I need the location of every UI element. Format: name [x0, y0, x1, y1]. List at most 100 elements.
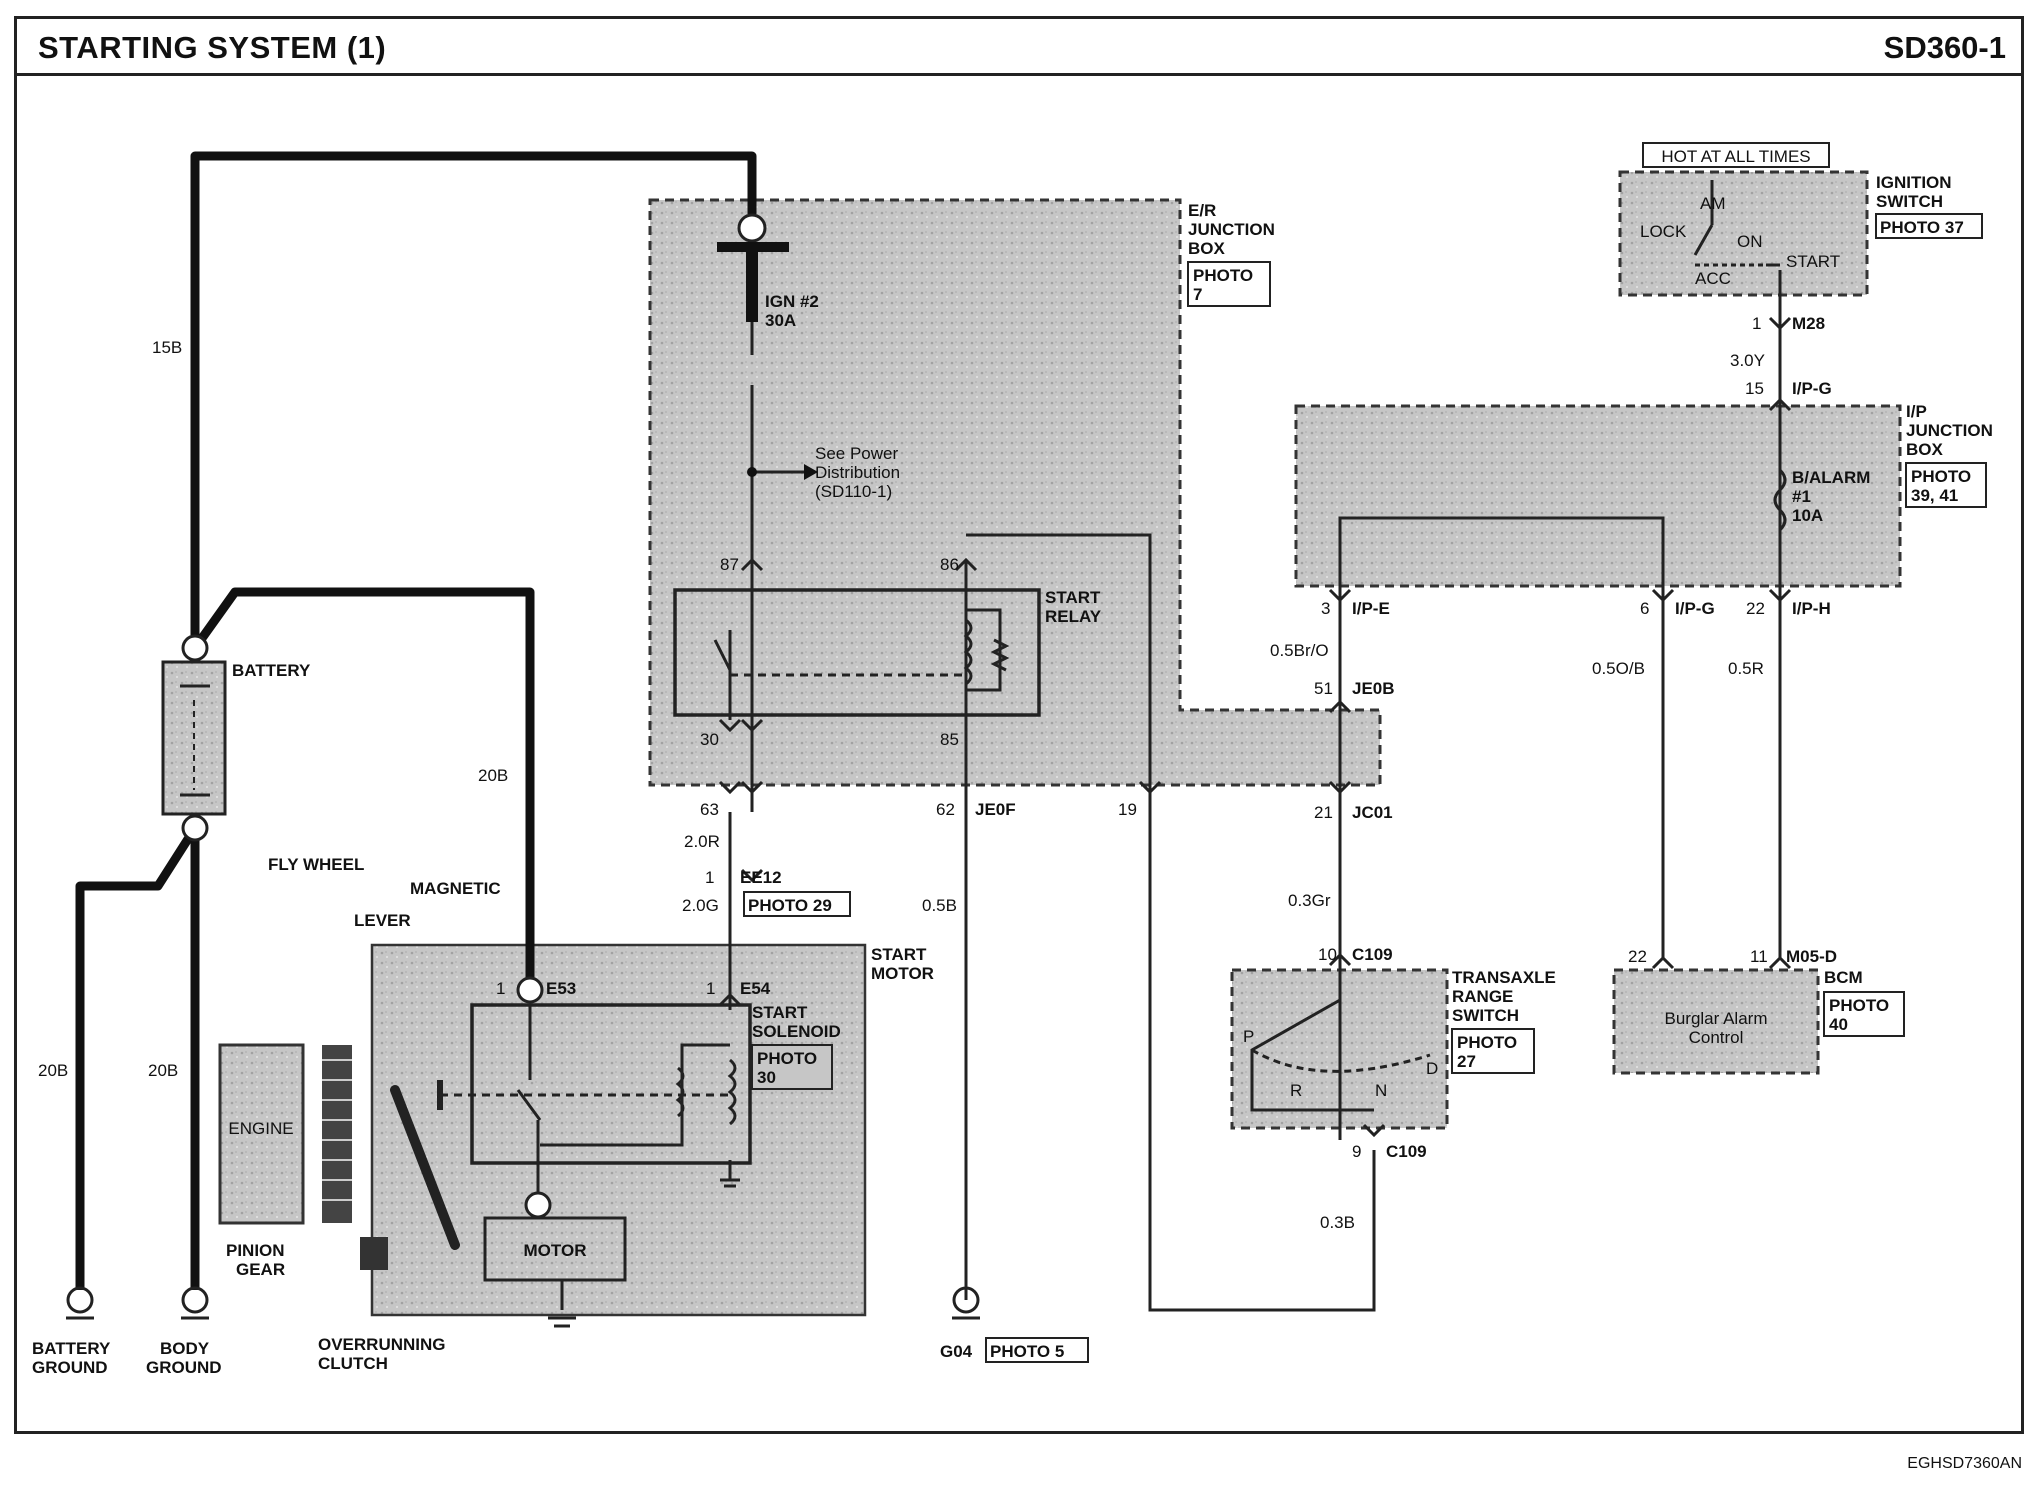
g04-photo: PHOTO 5: [990, 1342, 1064, 1361]
ipe3-name: I/P-E: [1352, 599, 1390, 618]
pinion-1: PINION: [226, 1241, 285, 1260]
er-box-label-2: JUNCTION: [1188, 220, 1275, 239]
bcm-photo-2: 40: [1829, 1015, 1848, 1034]
je0b-name: JE0B: [1352, 679, 1395, 698]
je0f-pin: 62: [936, 800, 955, 819]
lever-label: LEVER: [354, 911, 411, 930]
relay-label-2: RELAY: [1045, 607, 1102, 626]
ee12-photo: PHOTO 29: [748, 896, 832, 915]
ipg15-name: I/P-G: [1792, 379, 1832, 398]
wire-15b: 15B: [152, 338, 182, 357]
ip-box-label-2: JUNCTION: [1906, 421, 1993, 440]
wire-0-5b: 0.5B: [922, 896, 957, 915]
cable-15b: [190, 151, 757, 648]
ee12-pin: 1: [705, 868, 714, 887]
iph22-pin: 22: [1746, 599, 1765, 618]
solenoid-1: START: [752, 1003, 808, 1022]
bcm-inner-1: Burglar Alarm: [1665, 1009, 1768, 1028]
relay-pin-30: 30: [700, 730, 719, 749]
e54-name: E54: [740, 979, 771, 998]
ip-photo-2: 39, 41: [1911, 486, 1958, 505]
start-motor-2: MOTOR: [871, 964, 934, 983]
flywheel: [322, 1045, 352, 1223]
e53-terminal: [516, 976, 544, 1004]
er-box-label-3: BOX: [1188, 239, 1226, 258]
wire-20b-body: 20B: [148, 1061, 178, 1080]
fuse-ign-2: 30A: [765, 311, 796, 330]
ipe3-pin: 3: [1321, 599, 1330, 618]
c63-pin: 63: [700, 800, 719, 819]
solenoid-photo-1: PHOTO: [757, 1049, 817, 1068]
trans-d: D: [1426, 1059, 1438, 1078]
je0f-name: JE0F: [975, 800, 1016, 819]
trans-photo-2: 27: [1457, 1052, 1476, 1071]
trans-photo-1: PHOTO: [1457, 1033, 1517, 1052]
pos-am: AM: [1700, 194, 1726, 213]
jc01-name: JC01: [1352, 803, 1393, 822]
relay-label-1: START: [1045, 588, 1101, 607]
battery-ground-2: GROUND: [32, 1358, 108, 1377]
fuse-ign-1: IGN #2: [765, 292, 819, 311]
engine-label: ENGINE: [228, 1119, 293, 1138]
wire-3-0y: 3.0Y: [1730, 351, 1765, 370]
bcm-label: BCM: [1824, 968, 1863, 987]
er-box-label-1: E/R: [1188, 201, 1216, 220]
trans-label-3: SWITCH: [1452, 1006, 1519, 1025]
m05d-pin11: 11: [1750, 947, 1768, 966]
pos-on: ON: [1737, 232, 1763, 251]
ignition-switch-box: [1618, 170, 1869, 297]
relay-pin-85: 85: [940, 730, 959, 749]
body-ground-1: BODY: [160, 1339, 210, 1358]
wire-0-5bro: 0.5Br/O: [1270, 641, 1329, 660]
bcm-photo-1: PHOTO: [1829, 996, 1889, 1015]
solenoid-2: SOLENOID: [752, 1022, 841, 1041]
clutch-2: CLUTCH: [318, 1354, 388, 1373]
start-motor-box: [370, 943, 867, 1317]
engine-block: [218, 1043, 305, 1225]
see-power-3: (SD110-1): [815, 482, 892, 501]
fly-wheel-label: FLY WHEEL: [268, 855, 364, 874]
e54-pin: 1: [706, 979, 715, 998]
see-power-1: See Power: [815, 444, 898, 463]
pos-start: START: [1786, 252, 1840, 271]
clutch-1: OVERRUNNING: [318, 1335, 446, 1354]
page-title: STARTING SYSTEM (1): [38, 30, 387, 65]
ip-junction-box: [1294, 404, 1902, 588]
wire-20b-starter: 20B: [478, 766, 508, 785]
ignition-photo: PHOTO 37: [1880, 218, 1964, 237]
wire-2-0r: 2.0R: [684, 832, 720, 851]
diagram-frame: [14, 16, 2024, 1434]
iph22-name: I/P-H: [1792, 599, 1831, 618]
e53-name: E53: [546, 979, 576, 998]
pos-acc: ACC: [1695, 269, 1731, 288]
er-photo-1: PHOTO: [1193, 266, 1253, 285]
footer-id: EGHSD7360AN: [1907, 1455, 2022, 1472]
pos-lock: LOCK: [1640, 222, 1687, 241]
fuse-alarm-3: 10A: [1792, 506, 1823, 525]
header-bar: STARTING SYSTEM (1) SD360-1: [14, 16, 2024, 76]
bcm-box: [1612, 968, 1820, 1075]
fuse-alarm-2: #1: [1792, 487, 1811, 506]
ipg6-name: I/P-G: [1675, 599, 1715, 618]
battery-label: BATTERY: [232, 661, 311, 680]
cable-20b-starter: [191, 587, 535, 990]
trans-label-2: RANGE: [1452, 987, 1513, 1006]
hot-at-all-times: HOT AT ALL TIMES: [1661, 147, 1810, 166]
see-power-2: Distribution: [815, 463, 900, 482]
bcm-inner-2: Control: [1689, 1028, 1744, 1047]
m28-name: M28: [1792, 314, 1825, 333]
ignition-switch-label-1: IGNITION: [1876, 173, 1952, 192]
motor-terminal: [524, 1191, 552, 1219]
er-junction-box: [648, 198, 1382, 787]
ignition-switch-label-2: SWITCH: [1876, 192, 1943, 211]
ip-photo-1: PHOTO: [1911, 467, 1971, 486]
pinion-2: GEAR: [236, 1260, 285, 1279]
je0b-pin: 51: [1314, 679, 1333, 698]
er-photo-2: 7: [1193, 285, 1202, 304]
body-ground-2: GROUND: [146, 1358, 222, 1377]
wire-0-3gr: 0.3Gr: [1288, 891, 1331, 910]
ipg15-pin: 15: [1745, 379, 1764, 398]
ground-symbols: [66, 1178, 980, 1328]
g04-label: G04: [940, 1342, 973, 1361]
